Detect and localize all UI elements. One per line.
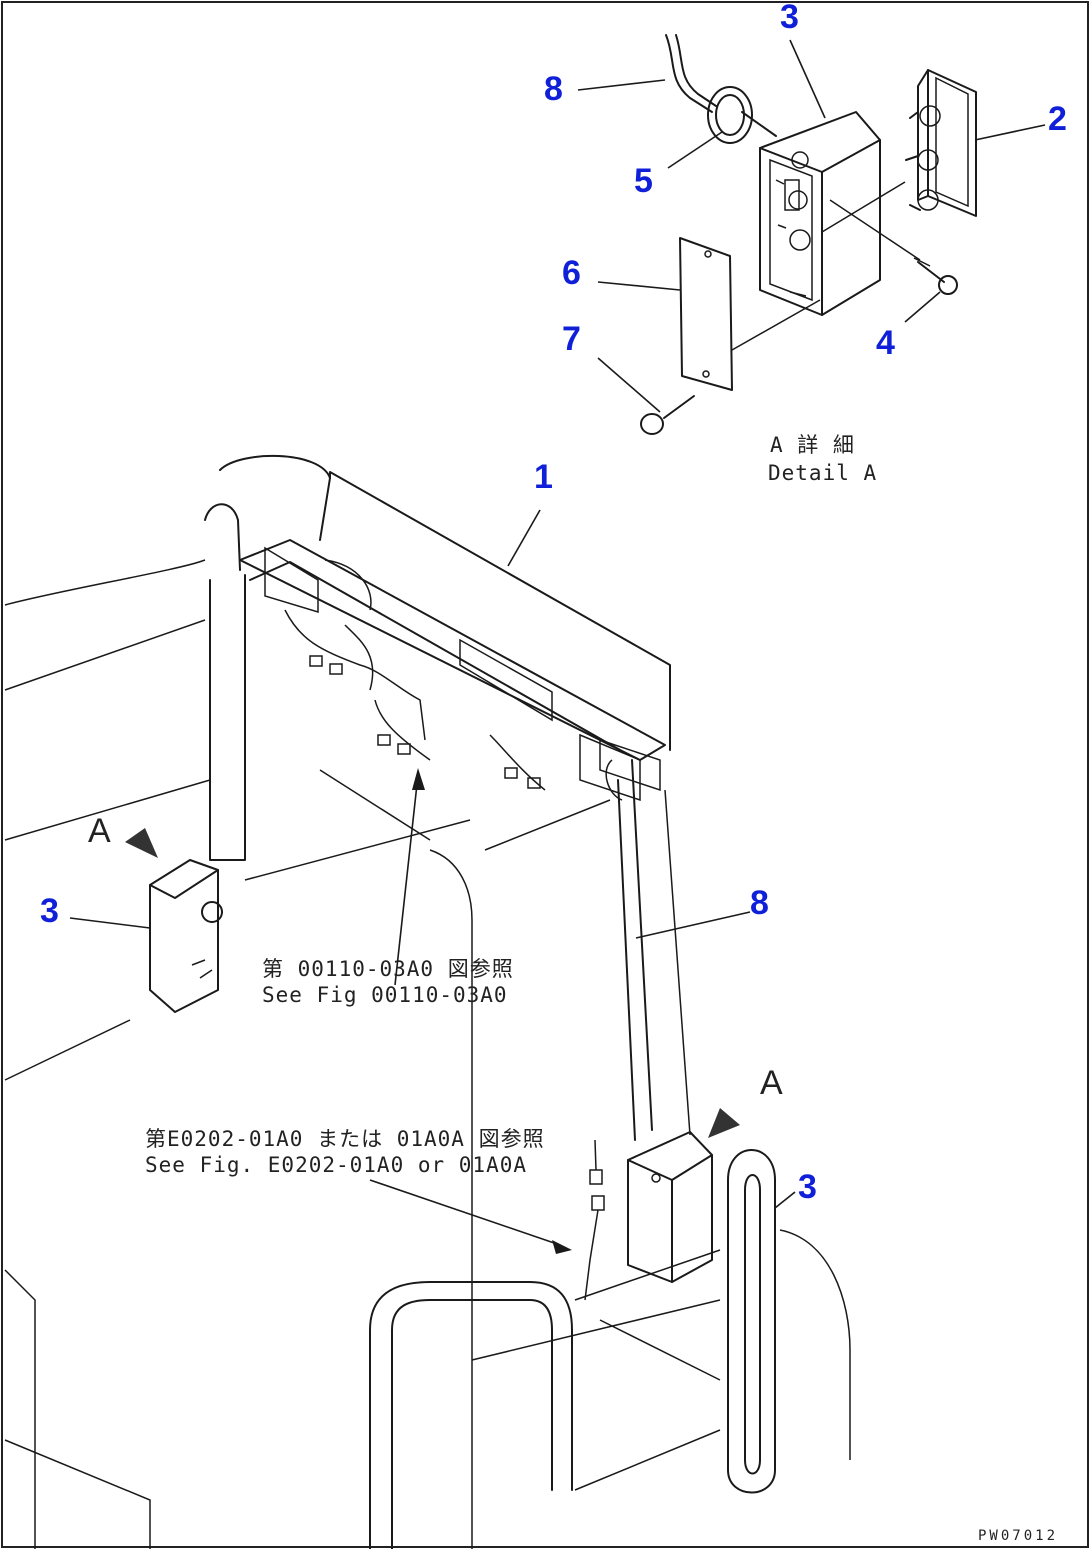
top-bar-part-1: [239, 471, 671, 802]
callout-6: 6: [562, 254, 581, 292]
cabin-floor-lines: [471, 1299, 721, 1381]
callout-1: 1: [534, 458, 553, 496]
drawing-code: PW07012: [978, 1528, 1058, 1544]
harness-clip: [605, 759, 623, 801]
leader-lines: [69, 39, 1046, 1254]
callout-8-top: 8: [544, 70, 563, 108]
reference-note-2-jp: 第E0202-01A0 または 01A0A 図参照: [145, 1127, 545, 1151]
wire-harness-part-8-top-b: [675, 34, 717, 107]
cabin-left-edges: [4, 559, 211, 841]
cabin-mid-edges: [4, 819, 471, 1081]
detail-caption-jp: A 詳 細: [770, 433, 855, 457]
right-handrail-part-3: [727, 1149, 776, 1494]
view-marker-a-left: A: [88, 812, 111, 850]
callout-3-left: 3: [40, 892, 59, 930]
cabin-lower-edges: [574, 1229, 851, 1491]
view-marker-a-right: A: [760, 1064, 783, 1102]
cabin-bottom-left: [4, 1269, 151, 1549]
callout-3-right: 3: [798, 1168, 817, 1206]
detail-caption-en: Detail A: [768, 461, 877, 485]
lamp-lens-part-2: [905, 69, 977, 217]
callout-7: 7: [562, 320, 581, 358]
cabin-roof-edge: [319, 769, 611, 851]
view-arrow-left-icon: [125, 828, 158, 858]
cabin-pillar-right: [429, 849, 473, 1549]
callout-3-top: 3: [780, 0, 799, 36]
detail-a-exploded-view: [640, 34, 977, 435]
callout-5: 5: [634, 162, 653, 200]
pillar-edge-right: [664, 789, 691, 1136]
screw-part-7: [640, 395, 695, 435]
reference-note-1-en: See Fig 00110-03A0: [262, 983, 508, 1007]
callout-2: 2: [1048, 100, 1067, 138]
wire-harness-part-8-top: [665, 34, 713, 113]
callout-8-mid: 8: [750, 884, 769, 922]
callout-4: 4: [876, 324, 895, 362]
wire-harness-part-8-main: [617, 759, 653, 1141]
connector-pair: [584, 1139, 605, 1301]
bottom-handrail: [369, 1281, 573, 1550]
left-bracket: [219, 454, 331, 541]
screw-part-4: [913, 257, 958, 295]
wire-harness-main: [284, 609, 546, 791]
cover-plate-part-6: [679, 237, 733, 391]
reference-note-2-en: See Fig. E0202-01A0 or 01A0A: [145, 1153, 527, 1177]
left-pillar-top: [204, 503, 241, 571]
right-lamp-housing: [627, 1131, 713, 1283]
grommet-part-5: [707, 86, 777, 144]
left-lamp-part-3: [149, 859, 223, 1013]
reference-note-1-jp: 第 00110-03A0 図参照: [262, 957, 514, 981]
left-pillar: [209, 574, 246, 861]
explode-lines: [731, 181, 921, 351]
view-arrow-right-icon: [708, 1108, 740, 1138]
lamp-housing-part-3: [759, 111, 881, 316]
